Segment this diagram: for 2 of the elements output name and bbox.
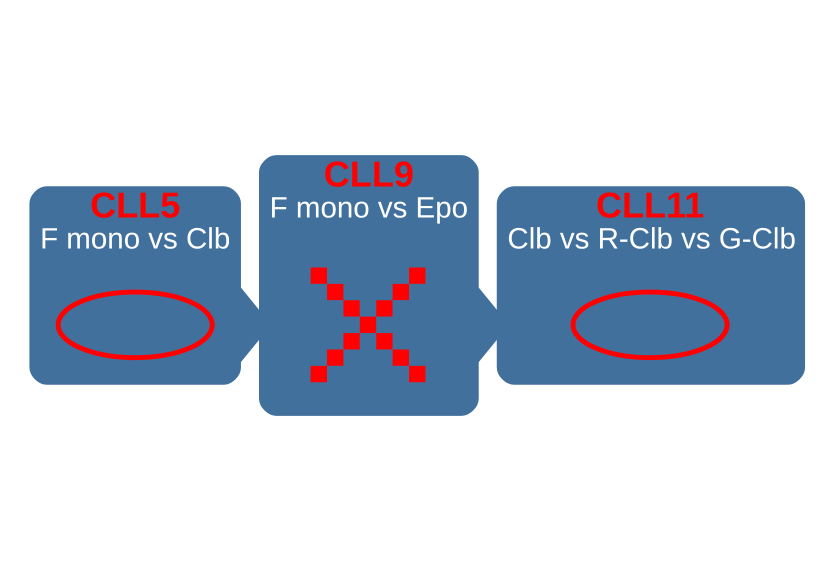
node-ellipse — [570, 289, 730, 360]
node-ellipse — [56, 289, 215, 360]
